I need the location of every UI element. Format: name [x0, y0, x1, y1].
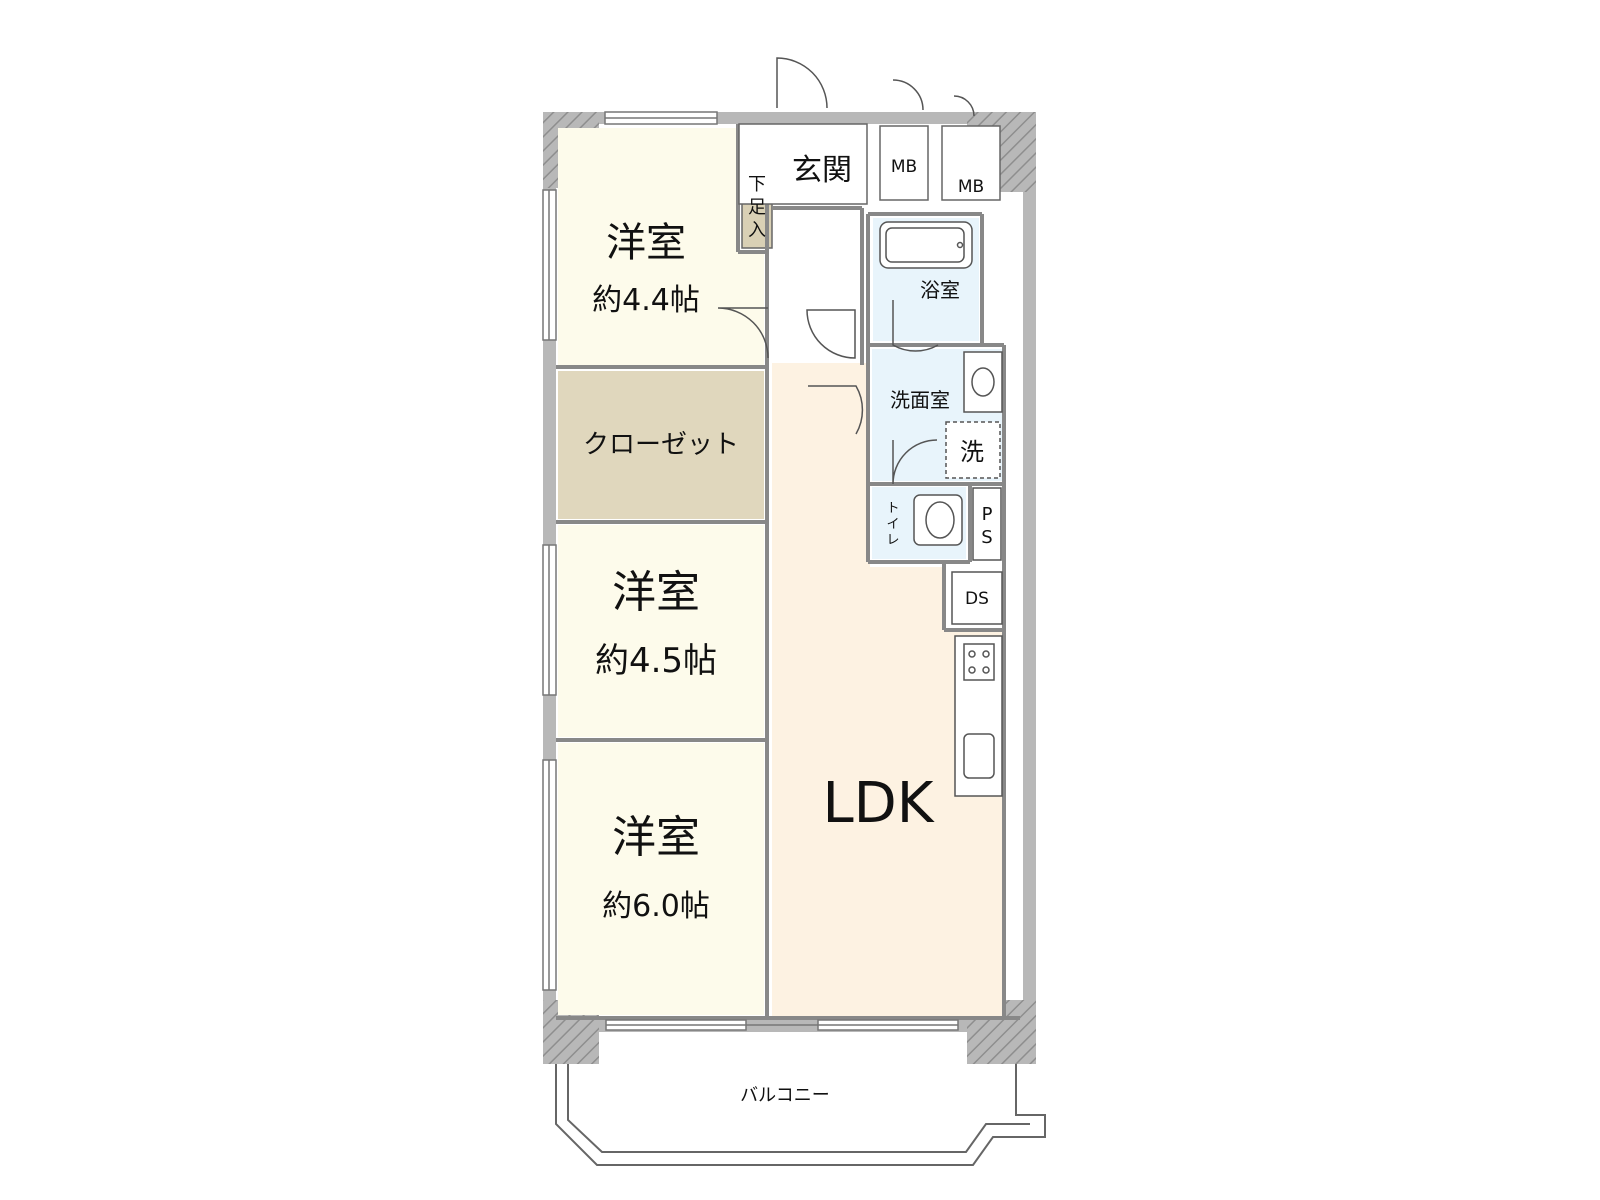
toilet-char-2: イ: [886, 517, 899, 532]
shoe-storage-char-3: 入: [748, 220, 766, 241]
western-room-3-size: 約6.0帖: [602, 889, 710, 924]
bath-label: 浴室: [920, 278, 960, 302]
genkan-label: 玄関: [792, 153, 852, 188]
mb-label-2: MB: [958, 177, 984, 197]
mb-label-1: MB: [891, 157, 917, 177]
laundry-label: 洗: [960, 438, 984, 466]
western-room-2-size: 約4.5帖: [595, 641, 717, 681]
western-room-1-name: 洋室: [606, 220, 686, 266]
doors: [717, 57, 975, 485]
balcony-label: バルコニー: [740, 1085, 830, 1106]
western-room-3-fill: [558, 743, 764, 1015]
fixtures: [879, 221, 1003, 797]
closet-fill: [558, 371, 764, 519]
stove: [963, 643, 995, 681]
interior-walls: [556, 124, 1020, 1020]
ds-label: DS: [965, 589, 989, 609]
ldk-label: LDK: [822, 771, 934, 836]
ps-char-2: S: [981, 527, 992, 548]
western-room-1-size: 約4.4帖: [592, 283, 700, 318]
western-room-1-fill: [558, 128, 764, 365]
room-labels: 洋室 約4.4帖 クローゼット 洋室 約4.5帖 洋室 約6.0帖 玄関 下 足…: [583, 153, 993, 1106]
windows: [542, 111, 959, 1031]
balcony: [555, 1064, 1046, 1166]
western-room-2-name: 洋室: [612, 567, 700, 618]
toilet-char-1: ト: [886, 501, 899, 516]
washing-machine: [945, 421, 1001, 479]
ldk-fill: [772, 363, 1003, 1020]
shoe-storage-char-1: 下: [748, 174, 766, 195]
closet-label: クローゼット: [583, 430, 739, 460]
shoe-storage-char-2: 足: [748, 197, 766, 218]
western-room-2-fill: [558, 525, 764, 737]
toilet-char-3: レ: [886, 533, 899, 548]
washroom-label: 洗面室: [890, 388, 950, 412]
ps-char-1: P: [982, 504, 993, 525]
entrance-area: [738, 123, 1001, 205]
sink: [963, 733, 995, 779]
western-room-3-name: 洋室: [612, 812, 700, 863]
room-fills: [558, 128, 1003, 1020]
